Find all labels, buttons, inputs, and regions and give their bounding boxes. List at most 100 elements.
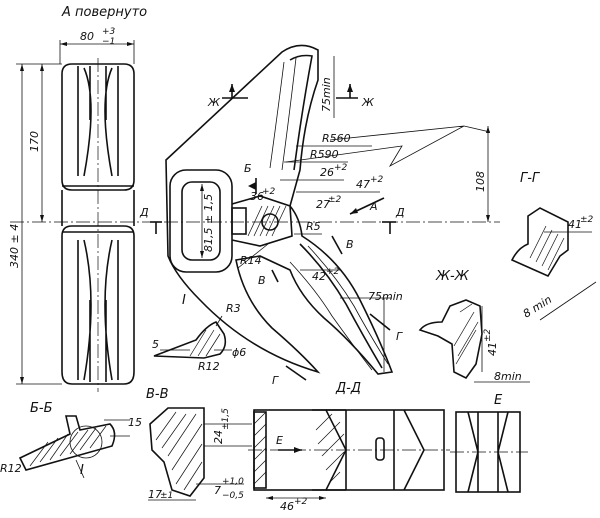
dim-17-tol: ±1 — [160, 491, 173, 501]
marker-v-right: В — [346, 238, 354, 251]
dim-26-tol: +2 — [334, 163, 348, 173]
dim-r560: R560 — [322, 132, 351, 145]
dim-7: 7 — [214, 484, 221, 497]
dd-blade-hatch — [315, 413, 345, 483]
arrow — [347, 84, 353, 92]
dim-340: 340 ± 4 — [8, 224, 21, 268]
blade-upper-inner2 — [281, 57, 297, 171]
dim-r12-bb: R12 — [0, 462, 22, 475]
dim-41-zh-tol: ±2 — [483, 328, 493, 342]
title-section-gg: Г-Г — [520, 171, 541, 186]
dim-41-zh: 41 — [486, 342, 499, 356]
dim-41-g: 41 — [568, 218, 582, 231]
radius-leaders — [285, 125, 491, 168]
marker-i: I — [80, 463, 84, 478]
section-zhzh: Ж-Ж 41 ±2 8min — [418, 269, 530, 383]
dim-80-tol-dn: −1 — [102, 37, 115, 47]
dim-41-g-tol: ±2 — [580, 215, 594, 225]
title-detail-i: I — [182, 293, 186, 308]
dim-17: 17 — [148, 488, 162, 501]
bb-detail-circle — [69, 425, 103, 459]
dim-r590: R590 — [310, 148, 339, 161]
zhzh-hatch — [453, 303, 479, 365]
dim-47: 47 — [356, 178, 370, 191]
bb-profile — [18, 415, 116, 471]
arrow — [319, 496, 326, 500]
dim-36: 36 — [250, 190, 264, 203]
arrow — [266, 496, 273, 500]
hub-inner — [181, 181, 221, 261]
dim-r12-detail: R12 — [198, 360, 220, 373]
cut-line-g-right — [369, 313, 391, 331]
dim-75min-top: 75min — [320, 77, 333, 112]
dim-line-8min-g — [539, 281, 597, 321]
neck-hatch — [247, 205, 287, 237]
dd-slot — [375, 437, 385, 461]
dim-r5: R5 — [306, 220, 321, 233]
dim-27: 27 — [316, 198, 330, 211]
marker-d-right: Д — [395, 206, 405, 219]
detail-i-hatch — [189, 329, 221, 357]
neck-hole — [261, 213, 279, 231]
title-view-e: Е — [494, 393, 503, 408]
arrow — [200, 184, 204, 191]
cut-line-v-right — [331, 235, 343, 255]
arrow — [60, 42, 67, 46]
dim-80-tol-up: +3 — [102, 27, 116, 37]
rib-lines-lower — [77, 239, 119, 382]
detail-i-profile — [153, 321, 227, 359]
dim-7-tol-up: +1,0 — [222, 477, 244, 487]
hub-neck — [231, 195, 293, 247]
arrow — [40, 64, 44, 71]
arrow — [350, 208, 358, 214]
rotated-view-a: А повернуто 80 +3 −1 340 ± 4 170 — [8, 5, 147, 392]
cut-line-g-left — [285, 365, 307, 381]
dim-42: 42 — [312, 270, 326, 283]
arrow — [248, 182, 256, 190]
dim-42-tol: +2 — [326, 267, 340, 277]
arrow — [229, 84, 235, 92]
arrow — [20, 377, 24, 384]
dim-24-tol: ±1,5 — [221, 408, 231, 430]
dim-80: 80 — [80, 30, 94, 43]
marker-zh-left: Ж — [207, 96, 221, 109]
blade-upper-inner3 — [269, 61, 285, 169]
dim-108: 108 — [474, 171, 487, 192]
rib-lines-upper — [77, 66, 119, 177]
title-section-bb: Б-Б — [30, 401, 53, 416]
dim-r14: R14 — [240, 254, 262, 267]
section-bb: Б-Б 15 R12 I — [0, 401, 142, 479]
gg-hatch — [529, 225, 565, 271]
section-gg: Г-Г 41 ±2 8 min — [510, 171, 597, 321]
rotated-body-lower — [61, 225, 135, 385]
dim-36-tol: +2 — [262, 187, 276, 197]
hub-outer — [169, 169, 233, 273]
dim-8min-zh: 8min — [494, 370, 522, 383]
cut-line-v-left — [271, 269, 279, 283]
dim-47-tol: +2 — [370, 175, 384, 185]
dim-phi6: ϕ6 — [232, 346, 246, 359]
blade-lower-inner3 — [307, 245, 389, 365]
arrow — [486, 215, 490, 222]
bb-hatch — [29, 425, 107, 467]
section-vv: В-В 24 ±1,5 17 ±1 7 +1,0 −0,5 — [146, 387, 252, 501]
e-outline — [455, 411, 521, 493]
marker-b: Б — [244, 162, 252, 175]
dd-left-hatch — [253, 411, 267, 485]
hub-sides — [61, 190, 135, 226]
marker-e: Е — [276, 434, 283, 447]
zhzh-profile — [418, 299, 483, 380]
dim-7-tol-dn: −0,5 — [222, 491, 244, 501]
dim-27-tol: ±2 — [328, 195, 342, 205]
blade-upper-inner — [289, 54, 313, 171]
arrow — [40, 215, 44, 222]
r14-leader — [237, 243, 269, 269]
title-a-rotated: А повернуто — [61, 5, 147, 20]
dim-81-5: 81,5 ± 1,5 — [202, 194, 215, 252]
dim-8min-g: 8 min — [521, 293, 554, 321]
title-section-dd: Д-Д — [335, 381, 361, 396]
title-section-vv: В-В — [146, 387, 169, 402]
marker-a: А — [369, 200, 378, 213]
